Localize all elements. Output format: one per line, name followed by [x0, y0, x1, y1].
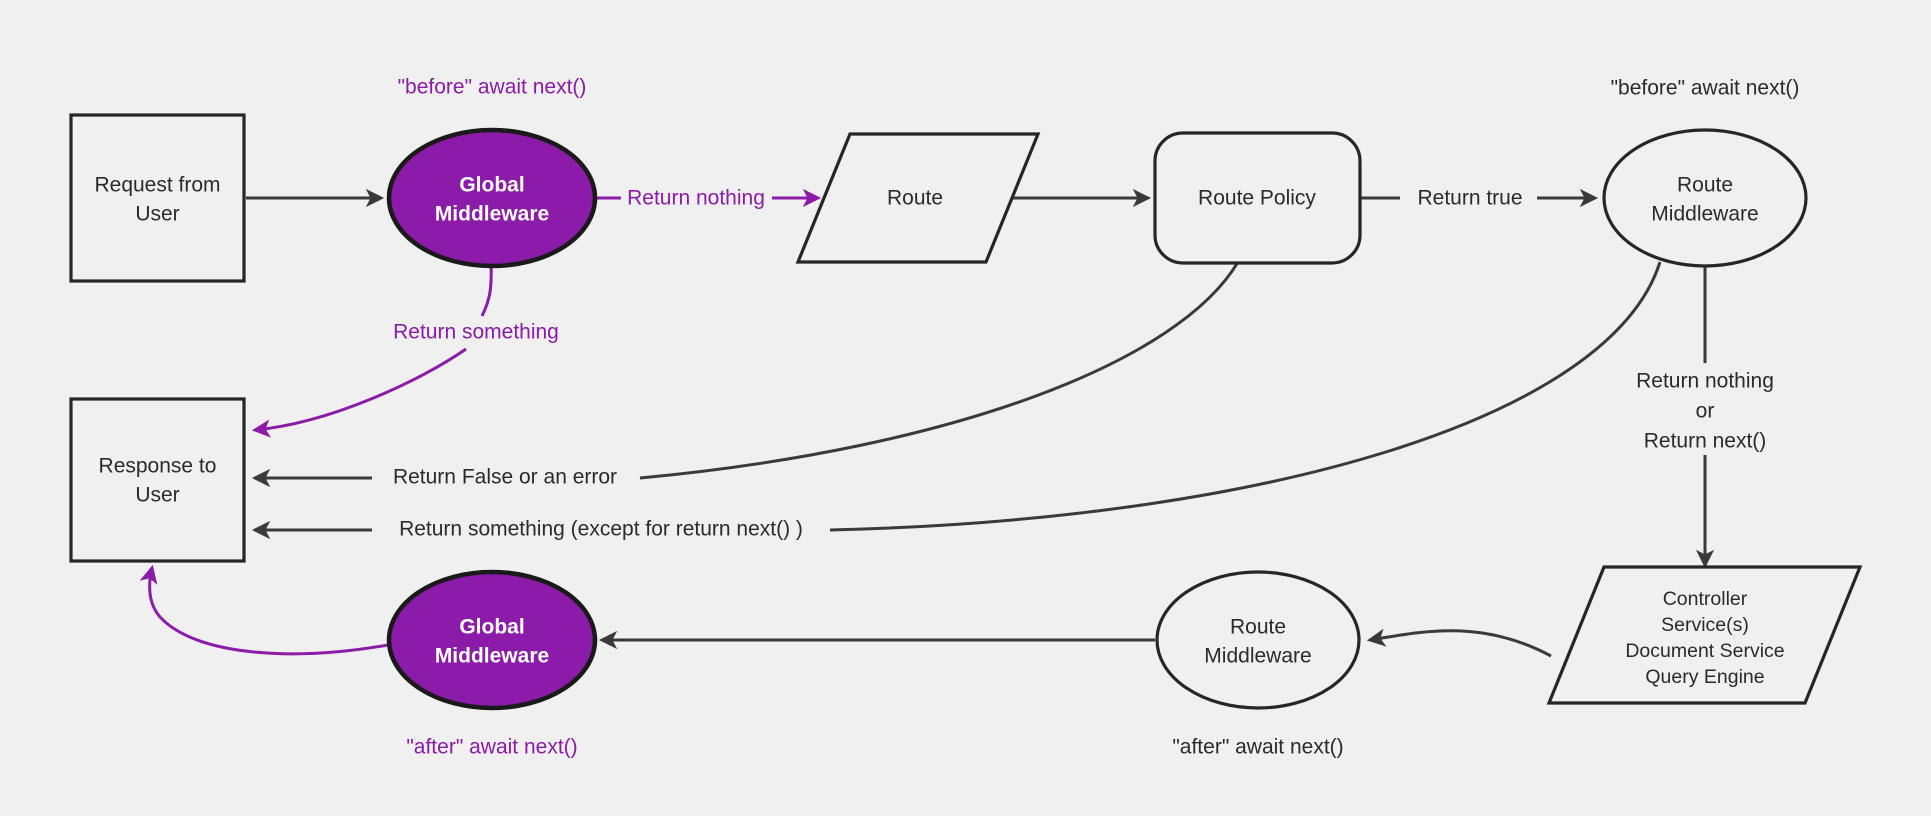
global-middleware-before-label-line2: Middleware	[435, 203, 549, 226]
edge-global-middleware-to-response-curve	[251, 347, 467, 438]
edge-label-return-something-except: Return something (except for return next…	[399, 518, 803, 541]
response-to-user-label-line2: User	[135, 484, 179, 507]
node-global-middleware-before[interactable]: Global Middleware	[386, 127, 598, 269]
global-middleware-after-label-line2: Middleware	[435, 645, 549, 668]
request-from-user-shape	[69, 113, 246, 283]
global-middleware-after-shape	[386, 569, 598, 711]
route-policy-label: Route Policy	[1198, 187, 1316, 210]
node-route-middleware-after[interactable]: Route Middleware	[1155, 570, 1361, 710]
route-shape	[795, 132, 1041, 264]
node-request-from-user[interactable]: Request from User	[69, 113, 246, 283]
edge-label-return-something: Return something	[393, 321, 559, 344]
route-middleware-before-label-line2: Middleware	[1651, 203, 1758, 226]
node-route-policy[interactable]: Route Policy	[1153, 131, 1362, 265]
route-policy-shape	[1153, 131, 1362, 265]
node-route[interactable]: Route	[795, 132, 1041, 264]
request-from-user-label-line2: User	[135, 203, 179, 226]
edge-controller-to-route-middleware-after	[1366, 628, 1552, 658]
edge-label-return-nothing-or-next-line1: Return nothing	[1636, 370, 1774, 393]
response-to-user-shape	[69, 397, 246, 563]
controller-services-label-line3: Document Service	[1625, 640, 1784, 662]
route-middleware-before-label-line1: Route	[1677, 174, 1733, 197]
edge-label-return-nothing: Return nothing	[627, 187, 765, 210]
global-middleware-before-shape	[386, 127, 598, 269]
edge-route-middleware-to-response	[829, 261, 1662, 532]
request-from-user-label-line1: Request from	[94, 174, 220, 197]
annotation-after-await-next-global: "after" await next()	[406, 736, 577, 759]
controller-services-shape	[1546, 565, 1863, 705]
edge-label-return-nothing-or-next-line2: or	[1696, 400, 1715, 423]
node-response-to-user[interactable]: Response to User	[69, 397, 246, 563]
annotation-before-await-next-global: "before" await next()	[398, 76, 587, 99]
route-label: Route	[887, 187, 943, 210]
route-middleware-after-shape	[1155, 570, 1361, 710]
global-middleware-after-label-line1: Global	[459, 616, 524, 639]
annotation-before-await-next-route: "before" await next()	[1611, 77, 1800, 100]
node-route-middleware-before[interactable]: Route Middleware	[1602, 128, 1808, 268]
route-middleware-after-label-line1: Route	[1230, 616, 1286, 639]
controller-services-label-line2: Service(s)	[1661, 614, 1749, 636]
edge-label-return-true: Return true	[1417, 187, 1522, 210]
route-middleware-after-label-line2: Middleware	[1204, 645, 1311, 668]
annotation-after-await-next-route: "after" await next()	[1172, 736, 1343, 759]
node-controller-services[interactable]: Controller Service(s) Document Service Q…	[1546, 565, 1863, 705]
edge-label-return-false-or-error: Return False or an error	[393, 466, 617, 489]
edge-global-middleware-to-response	[480, 261, 493, 317]
controller-services-label-line1: Controller	[1663, 588, 1748, 610]
edge-route-policy-to-response	[639, 261, 1240, 480]
global-middleware-before-label-line1: Global	[459, 174, 524, 197]
edge-global-middleware-after-to-response	[139, 564, 389, 656]
node-global-middleware-after[interactable]: Global Middleware	[386, 569, 598, 711]
edge-label-return-nothing-or-next-line3: Return next()	[1644, 430, 1767, 453]
response-to-user-label-line1: Response to	[99, 455, 217, 478]
controller-services-label-line4: Query Engine	[1645, 666, 1764, 688]
route-middleware-before-shape	[1602, 128, 1808, 268]
